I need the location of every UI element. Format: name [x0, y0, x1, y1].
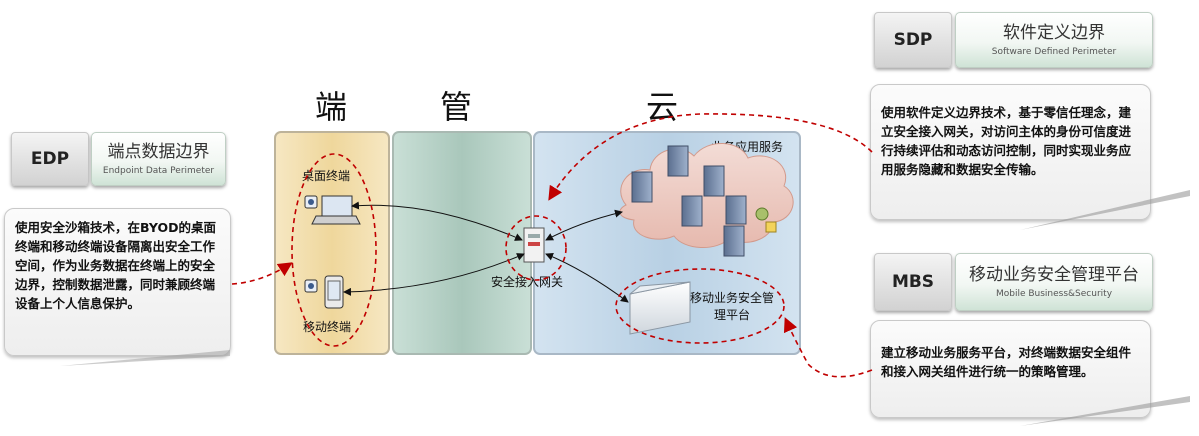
mobile-terminal-label: 移动终端 [303, 320, 352, 334]
platform-label: 移动业务安全管理平台 [686, 290, 778, 324]
edp-title: 端点数据边界 [107, 142, 210, 162]
gateway-dashed-ellipse [505, 215, 567, 281]
heading-end: 端 [315, 88, 348, 126]
mobile-phone-icon [324, 275, 344, 309]
desktop-terminal-label: 桌面终端 [302, 169, 351, 183]
gateway-device-icon [523, 227, 545, 263]
platform-dashed-ellipse [615, 268, 785, 344]
sdp-badge-label: SDP [893, 30, 933, 50]
mbs-badge: MBS [874, 253, 952, 311]
mobile-app-icon [304, 279, 318, 293]
mbs-shadow-wedge [1020, 396, 1190, 426]
mbs-title: 移动业务安全管理平台 [969, 265, 1139, 285]
edp-badge-label: EDP [30, 149, 70, 169]
arrow-gateway-mobile [343, 253, 525, 296]
mbs-badge-label: MBS [891, 272, 935, 292]
platform-device-icon [629, 281, 691, 335]
arrow-gateway-platform [545, 252, 629, 303]
sdp-title-box: 软件定义边界 Software Defined Perimeter [955, 12, 1153, 68]
sdp-connector [548, 113, 873, 201]
mbs-title-box: 移动业务安全管理平台 Mobile Business&Security [955, 253, 1153, 311]
edp-subtitle: Endpoint Data Perimeter [102, 166, 215, 176]
edp-title-box: 端点数据边界 Endpoint Data Perimeter [91, 132, 226, 186]
desktop-app-icon [304, 195, 318, 209]
heading-pipe: 管 [440, 88, 473, 126]
mbs-subtitle: Mobile Business&Security [995, 289, 1113, 299]
laptop-icon [311, 195, 361, 225]
platform-label-text: 移动业务安全管理平台 [689, 291, 774, 322]
sdp-shadow-wedge [1020, 190, 1190, 230]
arrow-gateway-desktop [351, 201, 523, 241]
sdp-description: 使用软件定义边界技术，基于零信任理念，建立安全接入网关，对访问主体的身份可信度进… [870, 84, 1151, 220]
server-icon [631, 145, 777, 257]
sdp-title: 软件定义边界 [1003, 23, 1105, 43]
pipe-column [392, 131, 532, 355]
edp-description: 使用安全沙箱技术，在BYOD的桌面终端和移动终端设备隔离出安全工作空间，作为业务… [4, 208, 231, 356]
heading-cloud: 云 [646, 88, 679, 126]
mbs-connector [783, 317, 873, 378]
mbs-description: 建立移动业务服务平台，对终端数据安全组件和接入网关组件进行统一的策略管理。 [870, 320, 1151, 418]
sdp-subtitle: Software Defined Perimeter [991, 47, 1117, 57]
end-column [274, 131, 390, 355]
edp-connector [231, 262, 293, 285]
arrow-gateway-services [545, 209, 623, 241]
edp-badge: EDP [11, 132, 89, 186]
sdp-badge: SDP [874, 12, 952, 68]
edp-shadow-wedge [60, 350, 230, 366]
end-dashed-ellipse [291, 153, 377, 347]
